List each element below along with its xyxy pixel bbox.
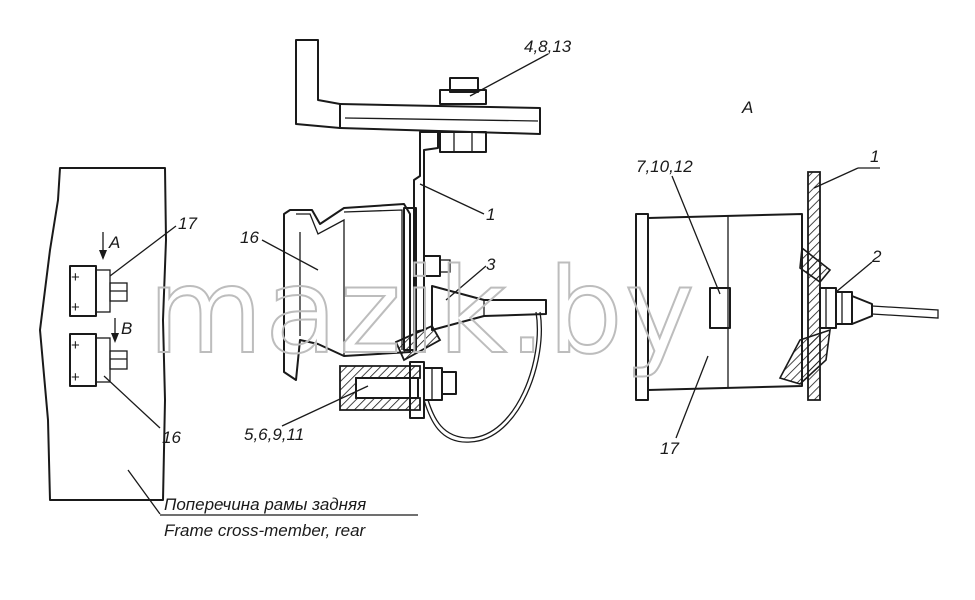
callout-4-8-13: 4,8,13 (524, 37, 572, 56)
sensor-block-upper: + + (69, 265, 128, 317)
leader-17-left (109, 225, 177, 277)
clamp-upper-section (799, 246, 832, 284)
caption-leader (127, 469, 161, 515)
view-arrow-a-label: A (108, 233, 120, 252)
callout-5-6-9-11: 5,6,9,11 (244, 425, 304, 444)
callout-17-right: 17 (660, 439, 679, 458)
view-arrow-a (99, 232, 107, 260)
leader-16-middle (261, 239, 319, 271)
leader-5-6-9-11 (281, 385, 369, 427)
view-arrow-b-label: B (121, 319, 132, 338)
bolt-5-6-9-11 (355, 361, 457, 419)
leader-17-right (675, 355, 709, 439)
callout-16-left: 16 (162, 428, 181, 447)
view-arrow-b (111, 318, 119, 343)
leader-1-middle (419, 183, 485, 215)
callout-17-left: 17 (178, 214, 197, 233)
sensor-housing-16 (283, 203, 411, 381)
callout-2: 2 (871, 247, 882, 266)
cross-member-view: + + + + A B 17 16 Поперечина ра (39, 167, 418, 540)
leader-7-10-12 (671, 175, 721, 295)
callout-1-middle: 1 (486, 205, 495, 224)
sensor-block-lower: + + (69, 333, 128, 387)
view-a: 7,10,12 17 1 2 (635, 147, 939, 458)
sensor-housing-17 (647, 213, 803, 391)
bolt-head-7-10-12 (709, 287, 731, 329)
clamp-lower-section (778, 328, 831, 385)
callout-3: 3 (486, 255, 496, 274)
leader-4-8-13 (469, 53, 549, 97)
cross-member-outline (39, 167, 167, 501)
caption-en: Frame cross-member, rear (164, 521, 367, 540)
svg-text:+: + (71, 269, 80, 286)
mounting-view: 4,8,13 1 16 3 (240, 37, 572, 444)
leader-3 (445, 265, 487, 301)
svg-text:+: + (71, 369, 80, 386)
cable-loop (423, 311, 542, 443)
frame-rail (295, 39, 341, 129)
leader-2 (835, 261, 873, 293)
clamp-section (394, 324, 442, 362)
leader-1-right (813, 167, 859, 189)
svg-text:+: + (71, 299, 80, 316)
cable-right (871, 305, 939, 319)
view-a-title: A (741, 98, 753, 117)
bolt-4-8-13 (439, 77, 487, 153)
caption-ru: Поперечина рамы задняя (164, 495, 366, 514)
connector-2 (819, 287, 873, 329)
svg-text:+: + (71, 337, 80, 354)
watermark: mazik.by (148, 242, 697, 380)
callout-1-right: 1 (870, 147, 879, 166)
leader-16-left (103, 375, 161, 429)
callout-16-middle: 16 (240, 228, 259, 247)
callout-7-10-12: 7,10,12 (636, 157, 693, 176)
